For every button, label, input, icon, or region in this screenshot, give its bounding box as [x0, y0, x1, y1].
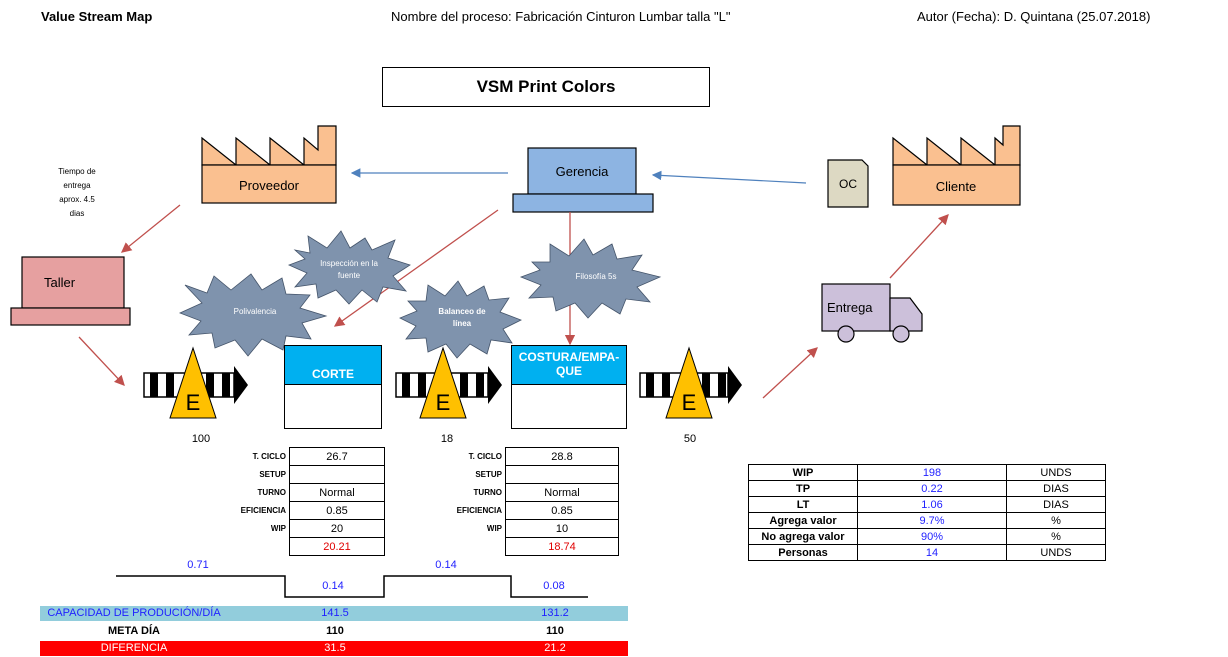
inventory-triangle-1 — [169, 346, 217, 419]
capacity-value: 131.2 — [541, 607, 569, 619]
inventory-qty: 50 — [684, 433, 696, 445]
svg-text:dias: dias — [70, 209, 85, 218]
arrow-delivery-to-customer — [889, 214, 949, 279]
workshop-label: Taller — [44, 275, 76, 290]
order-label: OC — [839, 177, 857, 191]
svg-text:entrega: entrega — [63, 181, 91, 190]
inventory-qty: 18 — [441, 433, 453, 445]
svg-text:fuente: fuente — [338, 271, 361, 280]
arrow-to-delivery — [762, 347, 818, 399]
process-extra: 20.21 — [289, 537, 385, 556]
management-box — [527, 147, 637, 195]
process-name: Nombre del proceso: Fabricación Cinturon… — [391, 9, 731, 24]
capacity-band: CAPACIDAD DE PRODUCIÓN/DÍA 141.5 131.2 — [40, 606, 628, 621]
process-costura-header: COSTURA/EMPA- QUE — [511, 345, 627, 385]
management-base — [512, 193, 654, 213]
supplier-label: Proveedor — [239, 178, 300, 193]
process-corte-header: CORTE — [284, 345, 382, 385]
diff-band: DIFERENCIA 31.5 21.2 — [40, 641, 628, 656]
header-title: Value Stream Map — [41, 9, 153, 24]
arrow-management-to-corte — [333, 209, 499, 327]
customer-label: Cliente — [936, 179, 976, 194]
svg-text:Filosofía 5s: Filosofía 5s — [576, 272, 617, 281]
process-extra: 18.74 — [505, 537, 619, 556]
kaizen-label: Polivalencia — [234, 307, 277, 316]
svg-text:línea: línea — [453, 319, 472, 328]
management-label: Gerencia — [556, 164, 610, 179]
process-costura-body — [511, 384, 627, 429]
inventory-triangle-2 — [419, 346, 467, 419]
kaizen-burst-inspeccion — [287, 230, 411, 305]
supplier-factory-icon — [201, 125, 337, 204]
kaizen-burst-polivalencia — [178, 273, 328, 357]
workshop-base — [10, 307, 131, 326]
timeline-wait: 0.71 — [187, 559, 208, 571]
meta-band: META DÍA 110 110 — [40, 624, 628, 639]
inventory-symbol: E — [682, 390, 697, 415]
kaizen-burst-filosofia — [519, 238, 662, 319]
inventory-qty: 100 — [192, 433, 210, 445]
delivery-truck-icon — [821, 283, 923, 343]
svg-text:Balanceo de: Balanceo de — [438, 307, 486, 316]
timeline-process: 0.08 — [543, 580, 564, 592]
workshop-box — [21, 256, 125, 309]
diff-value: 21.2 — [544, 642, 566, 654]
svg-text:Inspección en la: Inspección en la — [320, 259, 378, 268]
timeline-process: 0.14 — [322, 580, 343, 592]
svg-text:Tiempo de: Tiempo de — [58, 167, 96, 176]
author-date: Autor (Fecha): D. Quintana (25.07.2018) — [917, 9, 1151, 24]
diff-value: 31.5 — [324, 642, 346, 654]
order-document-icon — [827, 159, 869, 208]
meta-value: 110 — [546, 625, 564, 637]
inventory-triangle-3 — [665, 346, 713, 419]
arrow-customer-to-management — [651, 170, 807, 184]
inventory-symbol: E — [436, 390, 451, 415]
kaizen-burst-balanceo — [399, 280, 522, 359]
lead-time-note: Tiempo de entrega aprox. 4.5 dias — [58, 167, 96, 218]
process-corte-body — [284, 384, 382, 429]
timeline-wait: 0.14 — [435, 559, 456, 571]
meta-value: 110 — [326, 625, 344, 637]
inventory-symbol: E — [186, 390, 201, 415]
arrow-workshop-to-inventory — [78, 336, 125, 386]
vsm-title: VSM Print Colors — [382, 67, 710, 107]
arrow-supplier-to-workshop — [120, 204, 181, 253]
customer-factory-icon — [892, 125, 1021, 206]
delivery-label: Entrega — [827, 300, 873, 315]
svg-text:aprox. 4.5: aprox. 4.5 — [59, 195, 95, 204]
capacity-value: 141.5 — [321, 607, 349, 619]
timeline-line — [116, 575, 588, 598]
